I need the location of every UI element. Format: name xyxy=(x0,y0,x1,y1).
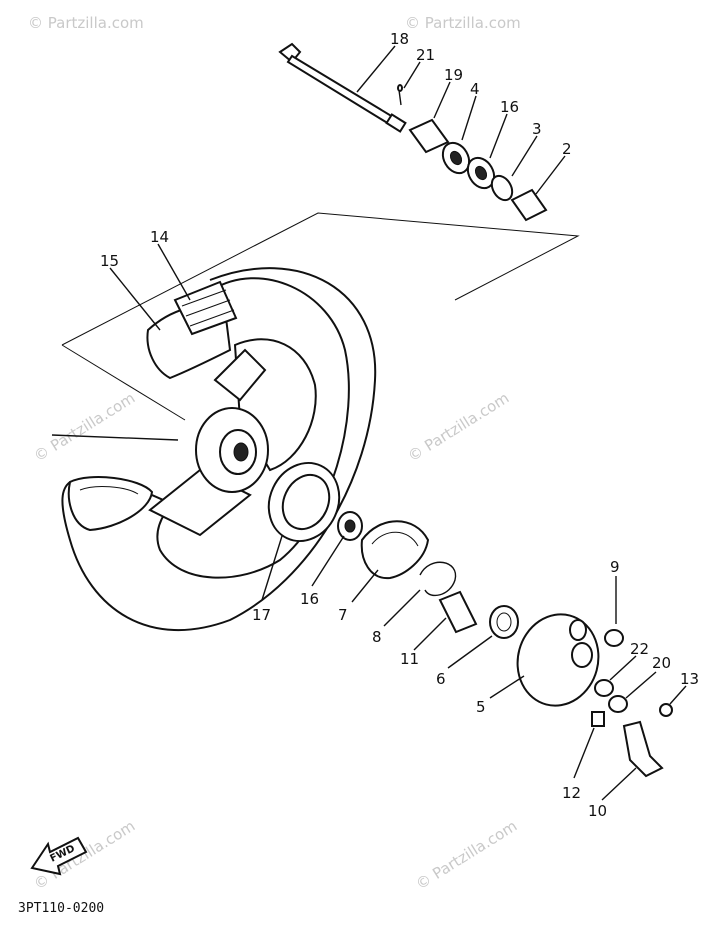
cotter-pin-head xyxy=(397,84,403,92)
leader-lines-wheel xyxy=(51,243,283,601)
seal-3 xyxy=(490,174,514,202)
callout-22: 22 xyxy=(630,640,649,658)
tread-pattern xyxy=(181,289,235,327)
assembly-outline xyxy=(61,344,186,421)
callout-8: 8 xyxy=(372,628,382,646)
callout-12: 12 xyxy=(562,784,581,802)
callout-16-top: 16 xyxy=(500,98,519,116)
tire-bead xyxy=(79,486,139,495)
leader-19 xyxy=(433,81,451,119)
callouts: 18 21 19 4 16 3 2 14 15 16 17 7 8 11 6 5… xyxy=(100,30,699,820)
callout-19: 19 xyxy=(444,66,463,84)
leader-5 xyxy=(489,675,525,699)
leader-14 xyxy=(157,243,191,301)
wheel-and-tire xyxy=(61,267,377,631)
nut-13 xyxy=(659,703,673,717)
leader-13 xyxy=(669,685,687,705)
callout-3: 3 xyxy=(532,120,542,138)
leader-hub xyxy=(51,434,179,441)
bolt-12 xyxy=(591,711,605,727)
cotter-pin xyxy=(398,89,402,106)
leader-10 xyxy=(601,767,637,801)
watermark: © Partzilla.com xyxy=(405,389,513,466)
callout-4: 4 xyxy=(470,80,480,98)
leader-18 xyxy=(356,45,396,93)
leader-15 xyxy=(109,267,161,331)
drawing-code: 3PT110-0200 xyxy=(18,901,104,916)
callout-13: 13 xyxy=(680,670,699,688)
callout-15: 15 xyxy=(100,252,119,270)
leader-16 xyxy=(489,113,508,159)
plate-hub xyxy=(571,642,593,668)
brake-arm-10 xyxy=(622,720,664,778)
leader-21 xyxy=(403,61,421,89)
callout-11: 11 xyxy=(400,650,419,668)
callout-16-lower: 16 xyxy=(300,590,319,608)
callout-2: 2 xyxy=(562,140,572,158)
watermark: © Partzilla.com xyxy=(28,14,144,32)
callout-6: 6 xyxy=(436,670,446,688)
brake-drum-17-inner xyxy=(281,473,331,531)
leader-6 xyxy=(447,635,493,669)
spacer-19 xyxy=(408,118,450,154)
brake-assembly xyxy=(337,511,673,778)
forward-arrow-shape xyxy=(30,836,88,876)
collar-2 xyxy=(510,188,548,222)
callout-21: 21 xyxy=(416,46,435,64)
brake-shoe-7 xyxy=(360,520,430,580)
leader-lines-brake xyxy=(311,535,687,801)
nut-20 xyxy=(608,695,628,713)
seal-6-inner xyxy=(496,612,512,632)
axle-shaft xyxy=(286,54,400,129)
bearing-16-lower-bore xyxy=(344,519,356,533)
nut-9 xyxy=(604,629,624,647)
leader-2 xyxy=(535,155,566,195)
brake-shoe-lining xyxy=(371,531,419,547)
wheel-spoke-top xyxy=(213,348,267,402)
leader-22 xyxy=(609,655,637,681)
brake-shoe-plate-5 xyxy=(516,613,600,707)
washer-22 xyxy=(594,679,614,697)
leader-7 xyxy=(351,569,379,603)
callout-10: 10 xyxy=(588,802,607,820)
watermark: © Partzilla.com xyxy=(31,389,139,466)
bearing-4-bore xyxy=(449,150,463,166)
callout-18: 18 xyxy=(390,30,409,48)
leader-8 xyxy=(383,589,421,627)
leader-4 xyxy=(461,95,477,141)
bearing-16-bore xyxy=(474,165,488,181)
watermark: © Partzilla.com xyxy=(405,14,521,32)
callout-14: 14 xyxy=(150,228,169,246)
leader-lines-top xyxy=(356,45,566,195)
assembly-outline xyxy=(61,212,580,346)
leader-16b xyxy=(311,535,345,587)
plate-boss xyxy=(569,619,587,641)
watermark: © Partzilla.com xyxy=(413,817,521,894)
axle-thread xyxy=(385,113,407,133)
brake-spring-8 xyxy=(419,561,457,597)
leader-3 xyxy=(511,135,538,177)
callout-7: 7 xyxy=(338,606,348,624)
callout-20: 20 xyxy=(652,654,671,672)
leader-20 xyxy=(625,671,657,699)
callout-9: 9 xyxy=(610,558,620,576)
callout-5: 5 xyxy=(476,698,486,716)
leader-11 xyxy=(413,617,447,651)
leader-12 xyxy=(573,727,595,779)
leader-17 xyxy=(261,535,283,601)
axle-assembly xyxy=(278,42,548,222)
seal-6 xyxy=(489,605,519,639)
callout-17: 17 xyxy=(252,606,271,624)
camshaft-11 xyxy=(438,590,478,634)
forward-arrow: FWD xyxy=(30,836,88,876)
tread xyxy=(173,280,238,336)
hub-bore xyxy=(233,442,249,462)
